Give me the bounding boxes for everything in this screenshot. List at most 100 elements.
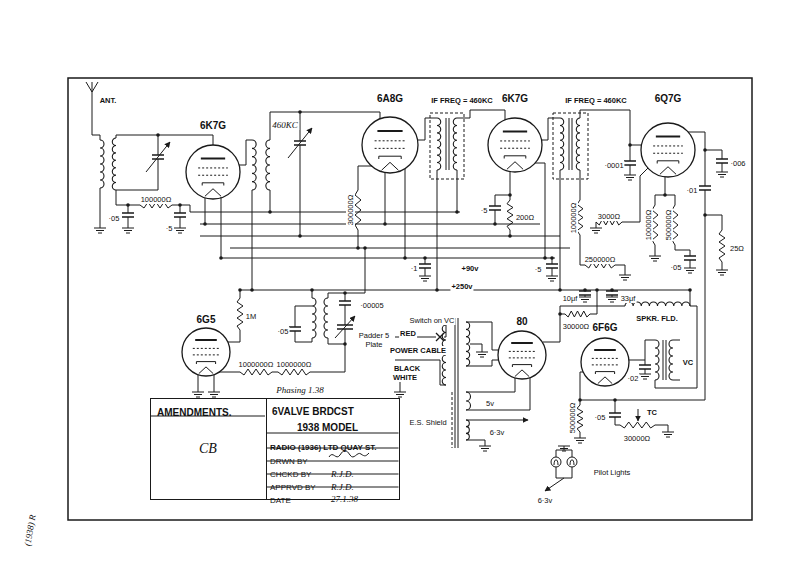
wire bbox=[295, 306, 312, 327]
heater-lead bbox=[466, 420, 528, 421]
ground-symbol bbox=[684, 268, 696, 273]
wire bbox=[405, 169, 406, 258]
valve-heater bbox=[660, 167, 676, 175]
ground-symbol bbox=[192, 392, 204, 397]
wire bbox=[128, 217, 129, 228]
ground-symbol bbox=[590, 228, 602, 233]
valve-envelope bbox=[641, 123, 695, 177]
label-holder: 200Ω bbox=[515, 206, 535, 224]
resistor-symbol bbox=[355, 190, 361, 230]
junction-dot bbox=[558, 288, 562, 292]
component-value: ·05 bbox=[108, 214, 121, 223]
valve-envelope bbox=[498, 331, 546, 379]
label-holder: ·05 bbox=[108, 207, 121, 225]
ground-symbol bbox=[662, 432, 674, 437]
wire bbox=[470, 344, 482, 352]
wire bbox=[541, 118, 560, 140]
wire bbox=[345, 305, 346, 325]
table-cell: 1938 MODEL bbox=[297, 417, 358, 435]
table-text: DATE bbox=[270, 496, 291, 506]
wire bbox=[722, 163, 723, 172]
table-cell: AMENDMENTS. bbox=[157, 402, 231, 420]
label-holder: POWER CABLE bbox=[389, 339, 447, 357]
wire bbox=[358, 166, 372, 190]
wire bbox=[425, 258, 426, 264]
if-can-outline bbox=[553, 113, 588, 179]
amendments-box: AMENDMENTS.CB bbox=[150, 398, 267, 500]
wire bbox=[466, 378, 530, 410]
component-value: 100000Ω bbox=[569, 202, 578, 235]
wire bbox=[663, 340, 664, 380]
pilot-lamp bbox=[567, 457, 577, 467]
label-holder: 100000Ω bbox=[140, 188, 173, 206]
label-holder: 500000Ω bbox=[657, 209, 675, 242]
table-cell: CHCKD BY bbox=[270, 463, 311, 481]
component-value: ·02 bbox=[627, 374, 640, 383]
coil-winding bbox=[112, 138, 116, 190]
valve-type: 6G5 bbox=[196, 313, 217, 327]
component-value: SPKR. FLD. bbox=[635, 314, 679, 323]
valve-envelope bbox=[488, 118, 542, 172]
label-holder: Switch on VC bbox=[408, 309, 455, 327]
table-text: R.J.D. bbox=[331, 482, 354, 492]
signature-scribble bbox=[329, 451, 369, 458]
component-value: 100000Ω bbox=[140, 195, 173, 204]
component-value: Padder 5 Plate bbox=[356, 331, 392, 349]
label-holder: 100000Ω bbox=[637, 209, 655, 242]
table-text: 1938 MODEL bbox=[297, 423, 358, 433]
table-text: 27.1.38 bbox=[331, 494, 358, 504]
component-value: Switch on VC bbox=[408, 316, 455, 325]
wire bbox=[552, 268, 553, 276]
valve-symbol: 6K7G bbox=[183, 117, 243, 201]
capacitor-symbol bbox=[546, 264, 558, 268]
wire bbox=[556, 467, 572, 478]
valve-heater bbox=[205, 189, 221, 197]
wire bbox=[535, 163, 545, 258]
ground-symbol bbox=[558, 446, 570, 451]
coil-winding bbox=[442, 325, 446, 385]
circuit bbox=[86, 82, 728, 491]
wire bbox=[580, 400, 581, 405]
wire bbox=[425, 268, 426, 276]
component-value: 200Ω bbox=[515, 213, 535, 222]
wire bbox=[543, 306, 625, 342]
label-holder: ·0001 bbox=[603, 154, 624, 172]
capacitor-symbol bbox=[339, 301, 351, 305]
table-rule bbox=[151, 416, 265, 417]
label-holder: ·00005 bbox=[359, 294, 384, 312]
coil-winding bbox=[324, 298, 328, 338]
valve-plate bbox=[656, 136, 680, 138]
label-holder: ·05 bbox=[594, 406, 607, 424]
wire bbox=[666, 340, 667, 380]
wire bbox=[345, 248, 365, 293]
label-holder: SPKR. FLD. bbox=[635, 307, 679, 325]
ground-symbol bbox=[419, 276, 431, 281]
component-value: ·05 bbox=[277, 327, 290, 336]
valve-plate bbox=[503, 131, 527, 133]
wire bbox=[219, 372, 240, 373]
valve-cathode bbox=[504, 156, 526, 159]
valve-grid bbox=[592, 358, 618, 359]
valve-grid bbox=[193, 348, 219, 349]
wire bbox=[239, 140, 252, 165]
valve-heater bbox=[515, 370, 529, 377]
wire bbox=[252, 190, 253, 290]
junction-dot bbox=[435, 288, 439, 292]
wire bbox=[560, 314, 565, 315]
wire bbox=[645, 369, 646, 374]
valve-grid bbox=[375, 140, 406, 141]
valve-grid bbox=[198, 175, 228, 176]
wire bbox=[572, 118, 573, 170]
junction-dot bbox=[250, 288, 254, 292]
wire bbox=[221, 197, 222, 258]
valve-grid bbox=[500, 148, 530, 149]
coil-winding bbox=[576, 118, 580, 170]
title-block: 6VALVE BRDCST1938 MODELRADIO (1936) LTD … bbox=[267, 398, 400, 500]
component-value: ·01 bbox=[686, 186, 699, 195]
label-holder: IF FREQ = 460KC bbox=[430, 89, 493, 107]
capacitor-symbol bbox=[579, 291, 591, 295]
adjust-arrow bbox=[146, 142, 170, 172]
table-cell: R.J.D. bbox=[331, 463, 354, 481]
junction-dot bbox=[455, 210, 459, 214]
